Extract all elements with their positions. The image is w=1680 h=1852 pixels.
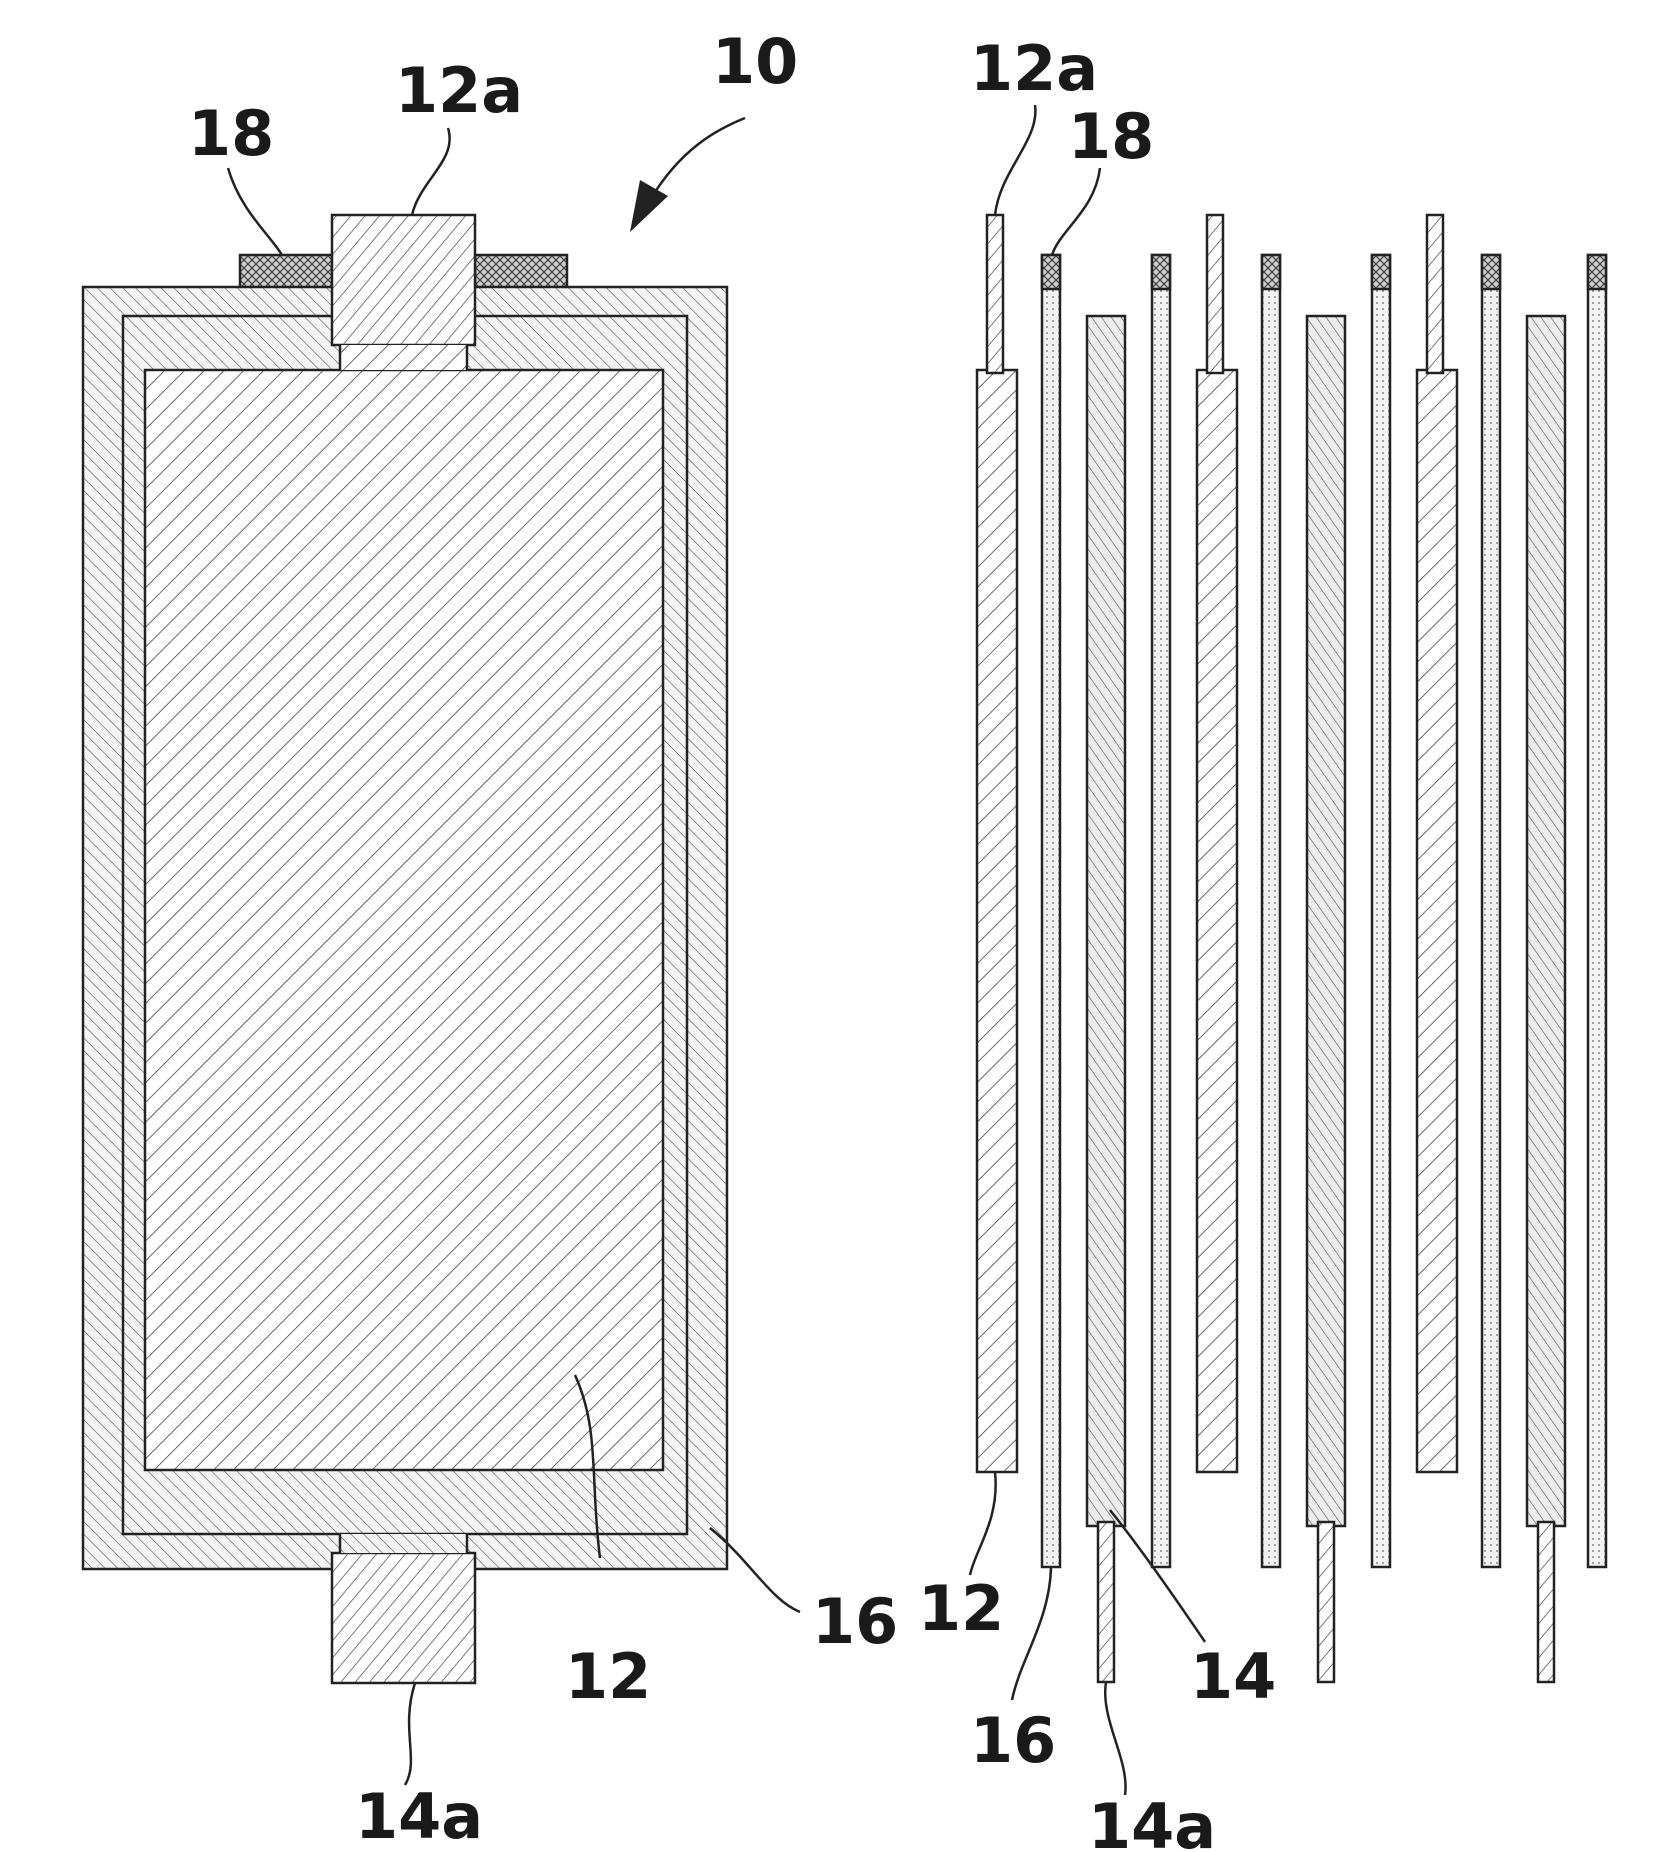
positive-electrode-body [145,370,663,1470]
label-separator-stack: 16 [970,1704,1056,1777]
separator-sheet [1588,255,1606,1567]
negative-plate [1527,316,1565,1526]
separator-seal [1152,255,1170,289]
label-positive-tab-main: 12a [395,54,523,127]
positive-plate [977,370,1017,1472]
sealing-strip-right [475,255,567,289]
label-sealing-stack: 18 [1068,100,1154,173]
assembly-plan-view [83,215,727,1683]
separator-sheet [1262,255,1280,1567]
label-positive-stack: 12 [918,1572,1004,1645]
negative-plate-tab [1538,1522,1554,1682]
positive-plate [1197,370,1237,1472]
negative-plate [1087,316,1125,1526]
positive-tab [332,215,475,345]
separator-sheet [1482,255,1500,1567]
arrow-head [630,180,668,232]
label-negative-tab-stack: 14a [1088,1790,1216,1852]
positive-plate [1417,370,1457,1472]
separator-seal [1372,255,1390,289]
negative-tab-neck [340,1534,467,1553]
separator-seal [1482,255,1500,289]
label-positive-tab-stack: 12a [970,32,1098,105]
separator-seal [1042,255,1060,289]
separator-sheet [1152,255,1170,1567]
label-assembly: 10 [712,25,798,98]
positive-plate-tab [987,215,1003,373]
negative-plate [1307,316,1345,1526]
negative-tab [332,1553,475,1683]
positive-plate-tab [1207,215,1223,373]
separator-seal [1262,255,1280,289]
negative-plate-tab [1098,1522,1114,1682]
separator-sheet [1372,255,1390,1567]
separator-sheet [1042,255,1060,1567]
label-positive-main: 12 [565,1640,651,1713]
label-sealing-main: 18 [188,97,274,170]
separator-seal [1588,255,1606,289]
stack-exploded-view [977,215,1606,1682]
positive-plate-tab [1427,215,1443,373]
positive-tab-neck [340,345,467,370]
label-negative-stack: 14 [1190,1640,1276,1713]
sealing-strip-left [240,255,332,289]
negative-plate-tab [1318,1522,1334,1682]
label-negative-tab-main: 14a [355,1780,483,1852]
label-separator-main: 16 [812,1585,898,1658]
